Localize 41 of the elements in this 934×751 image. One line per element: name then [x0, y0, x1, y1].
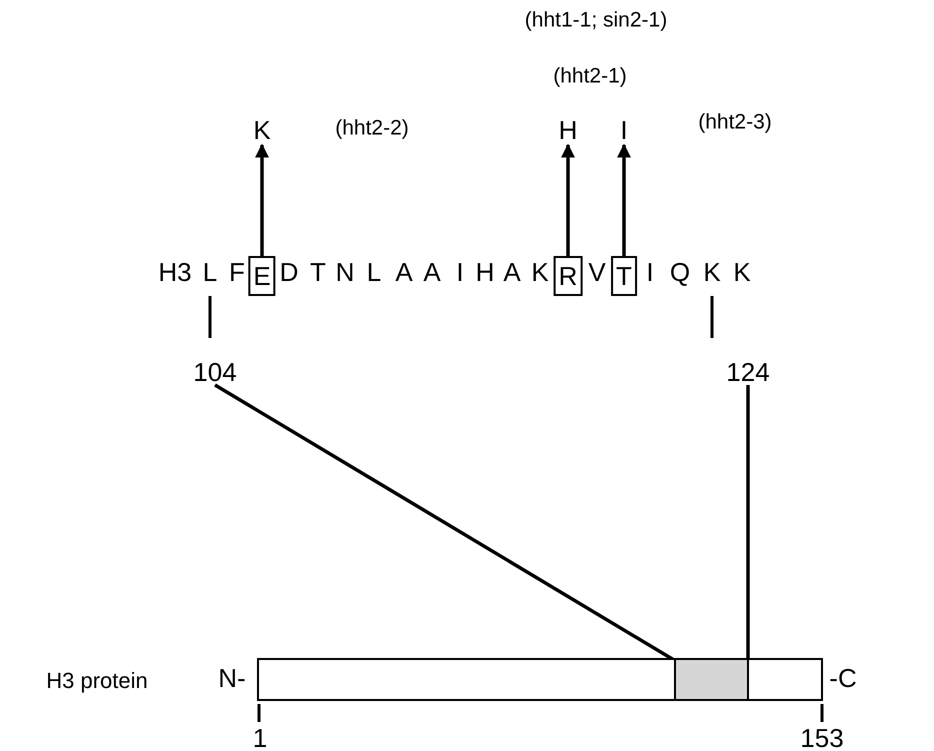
protein-label: H3 protein — [46, 670, 148, 692]
arrow — [561, 144, 575, 256]
residue-letter: A — [395, 259, 413, 285]
residue-letter: T — [310, 259, 326, 285]
residue-letter: L — [366, 259, 382, 285]
allele-label: (hht2-2) — [335, 118, 409, 138]
residue-letter: K — [733, 259, 751, 285]
position-number: 153 — [800, 725, 844, 751]
residue-letter: N — [336, 259, 354, 285]
highlighted-region — [674, 660, 749, 699]
substituted-residue: H — [558, 117, 578, 143]
position-number: 1 — [252, 725, 268, 751]
position-number: 124 — [726, 359, 770, 385]
substituted-residue: I — [620, 117, 628, 143]
boxed-residue: R — [554, 256, 582, 296]
allele-label: (hht2-3) — [698, 112, 772, 132]
position-number: 104 — [193, 359, 237, 385]
residue-letter: K — [703, 259, 721, 285]
residue-letter: I — [456, 259, 464, 285]
residue-letter: A — [423, 259, 441, 285]
residue-letter: F — [229, 259, 245, 285]
allele-label: (hht2-1) — [553, 66, 627, 86]
protein-bar — [257, 658, 823, 701]
substituted-residue: K — [253, 117, 271, 143]
residue-letter: H — [476, 259, 494, 285]
residue-letter: Q — [670, 259, 690, 285]
residue-letter: K — [531, 259, 549, 285]
sequence-label: H3 — [158, 259, 192, 285]
allele-label: (hht1-1; sin2-1) — [524, 10, 668, 30]
residue-letter: V — [588, 259, 606, 285]
boxed-residue: T — [611, 256, 637, 296]
residue-letter: A — [503, 259, 521, 285]
residue-letter: D — [280, 259, 298, 285]
boxed-residue: E — [248, 256, 276, 296]
terminus-label: -C — [829, 665, 857, 691]
leader-line — [746, 385, 750, 660]
residue-letter: I — [646, 259, 654, 285]
residue-letter: L — [202, 259, 218, 285]
arrow — [617, 144, 631, 256]
terminus-label: N- — [218, 665, 246, 691]
arrow — [255, 144, 269, 256]
